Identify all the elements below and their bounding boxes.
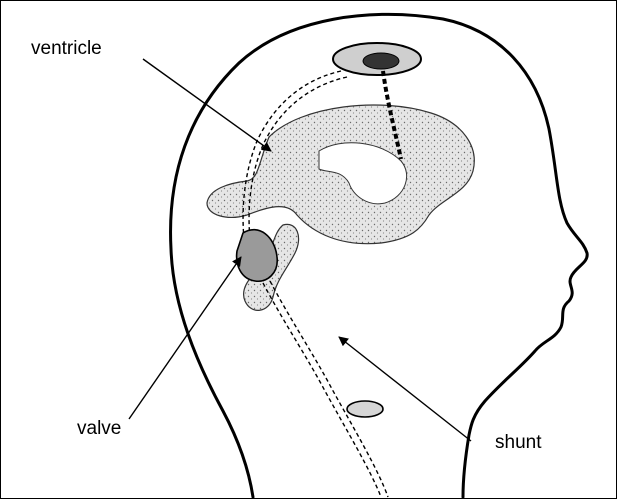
ventricle-label: ventricle [31, 39, 102, 58]
ventricle-pointer [143, 59, 271, 151]
shunt-label: shunt [495, 433, 541, 452]
valve-pointer [129, 257, 241, 419]
shunt-tube-lower [263, 283, 381, 497]
valve-body [237, 230, 278, 282]
shunt-pointer [339, 337, 471, 441]
valve-label: valve [77, 419, 121, 438]
tube-connector [347, 401, 383, 417]
head-outline [171, 14, 588, 497]
